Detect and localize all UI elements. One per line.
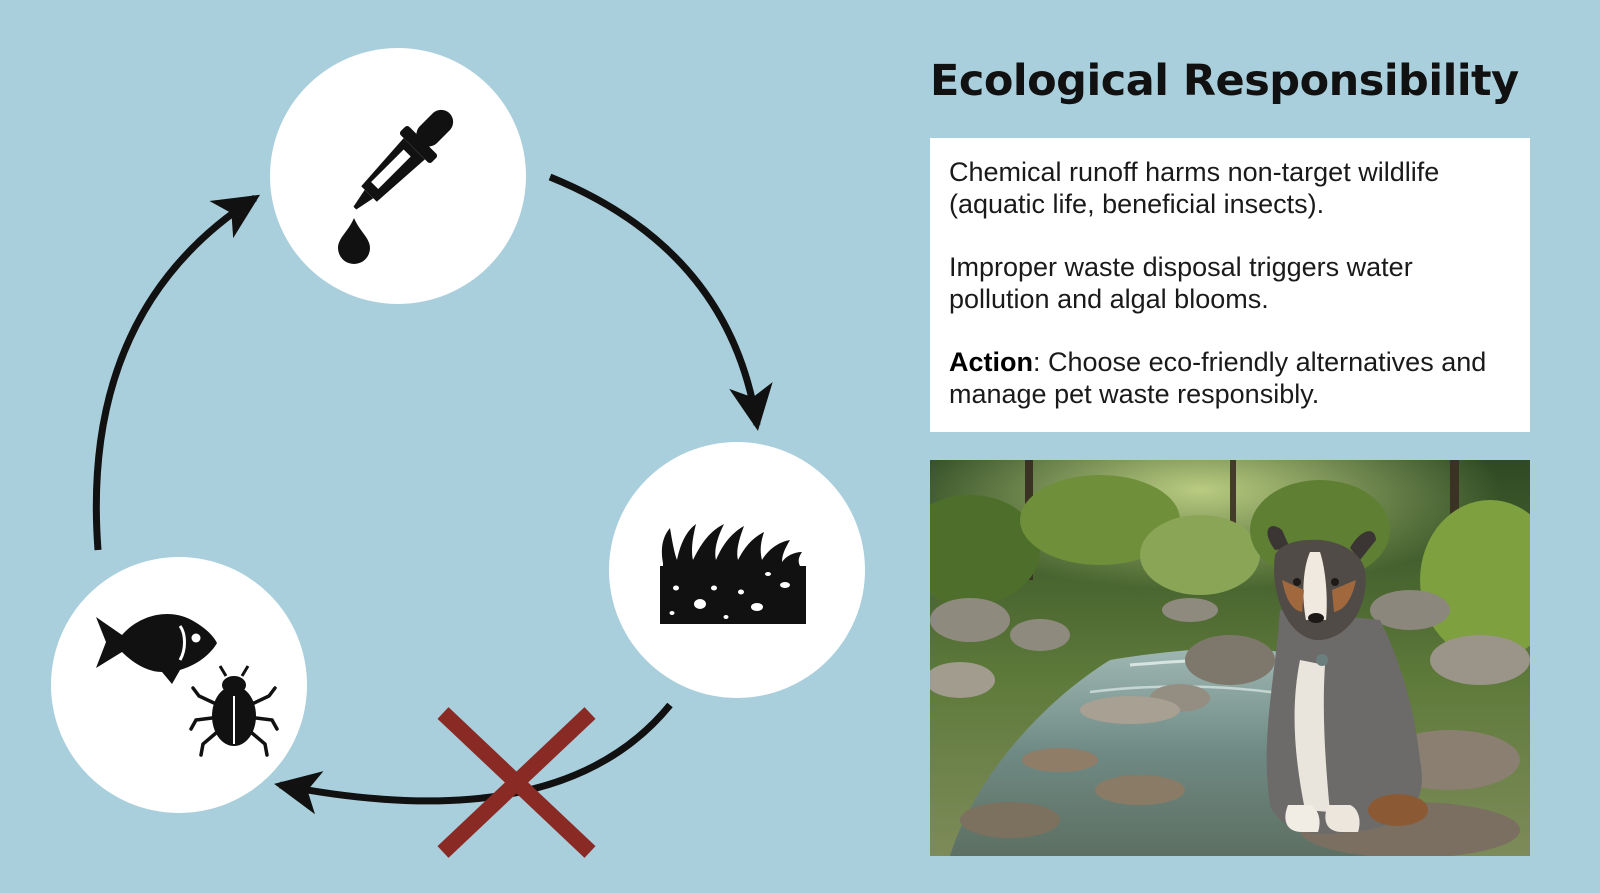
soil-grass-icon — [660, 524, 806, 624]
action-label: Action — [949, 347, 1033, 377]
soil-node — [609, 442, 865, 698]
info-text-box: Chemical runoff harms non-target wildlif… — [930, 138, 1530, 432]
info-paragraph-runoff: Chemical runoff harms non-target wildlif… — [949, 157, 1440, 219]
cross-icon — [437, 707, 596, 858]
drop-icon — [338, 218, 370, 264]
fish-icon — [96, 613, 217, 684]
info-paragraph-action: Action: Choose eco-friendly alternatives… — [949, 346, 1512, 410]
dog-by-stream-photo — [930, 460, 1530, 856]
wildlife-node — [51, 557, 307, 813]
action-text: : Choose eco-friendly alternatives and m… — [949, 347, 1487, 409]
dropper-icon — [353, 109, 454, 210]
arrow-dropper-to-soil — [548, 173, 773, 431]
dropper-node — [270, 48, 526, 304]
page-title: Ecological Responsibility — [930, 56, 1519, 106]
beetle-icon — [189, 665, 279, 757]
info-paragraph-waste: Improper waste disposal triggers water p… — [949, 252, 1413, 314]
cycle-diagram — [51, 48, 865, 858]
dog-figure — [1266, 526, 1428, 834]
arrow-wildlife-to-dropper — [92, 194, 261, 551]
